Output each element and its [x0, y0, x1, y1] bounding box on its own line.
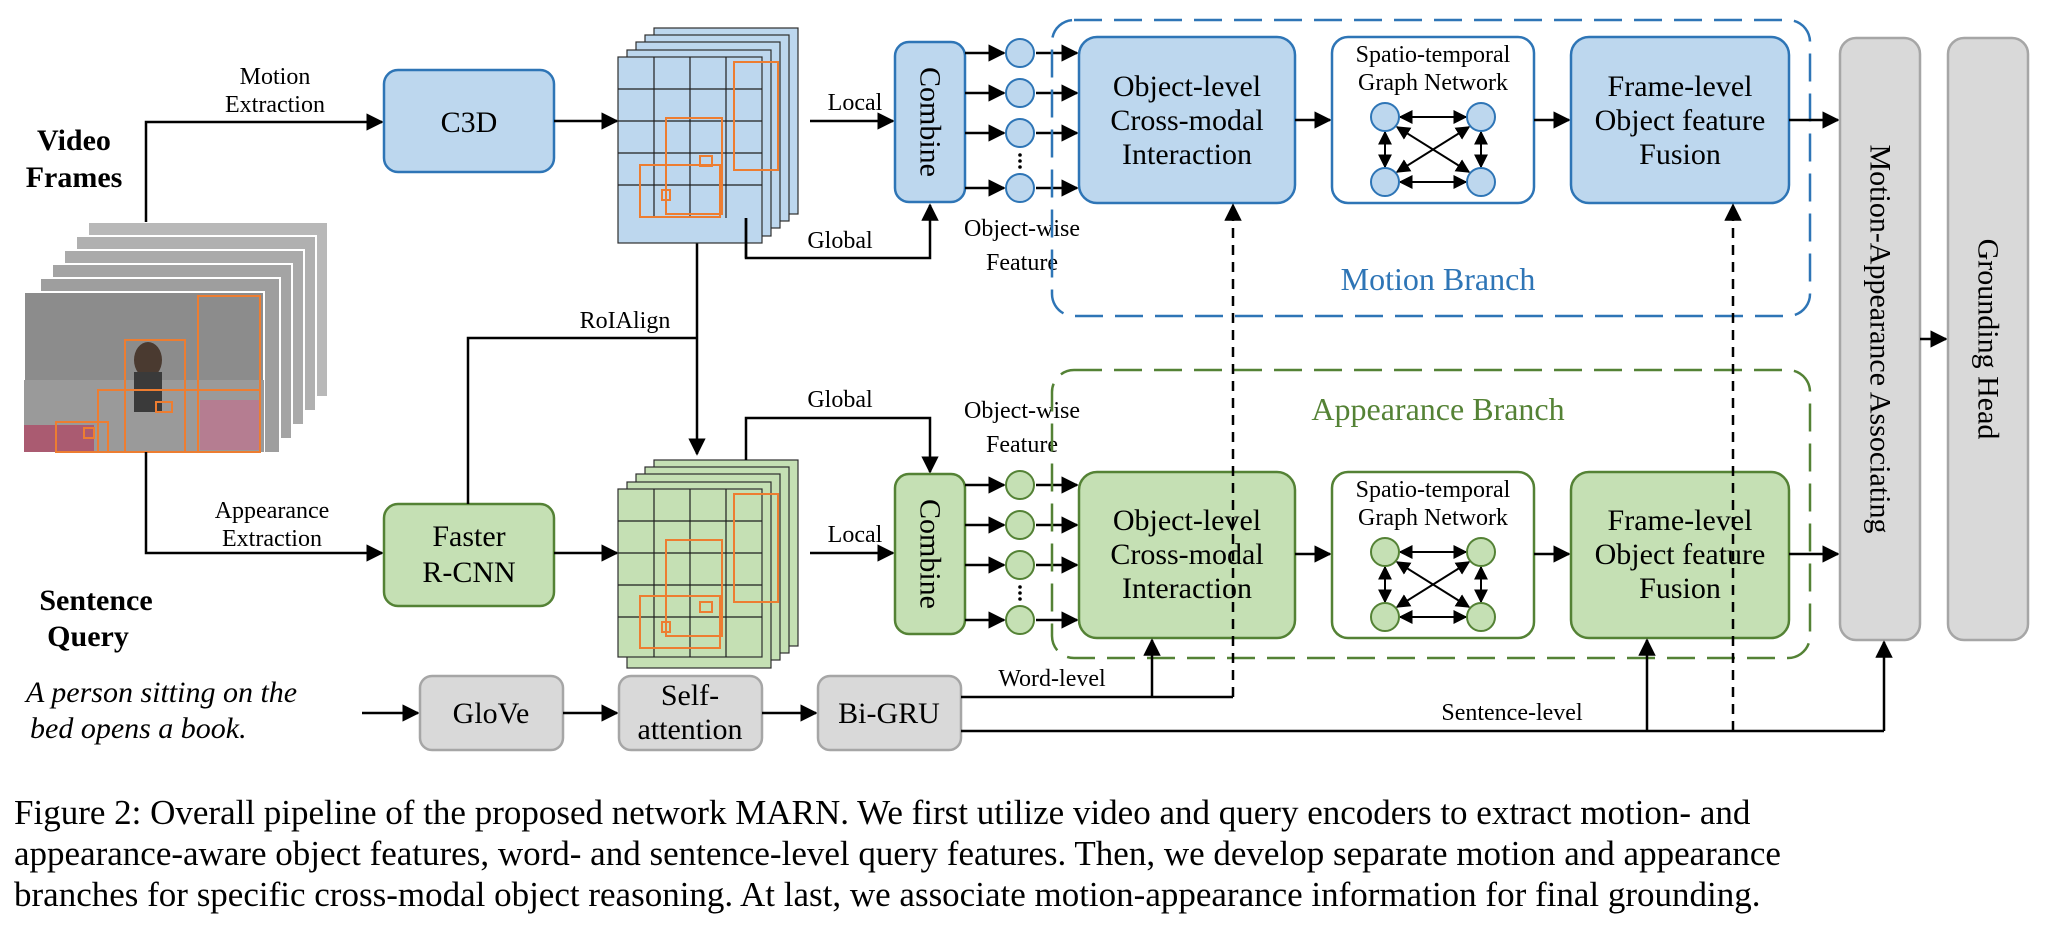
motion-combine-label: Combine	[914, 67, 947, 177]
video-frames-label-line2: Frames	[26, 161, 123, 194]
grounding-head-label: Grounding Head	[1972, 239, 2005, 440]
motion-branch-label: Motion Branch	[1341, 261, 1536, 297]
appearance-branch-frame	[1050, 368, 1812, 660]
roialign-line	[466, 336, 697, 504]
motion-interaction-label-2: Cross-modal	[1110, 104, 1263, 137]
appearance-interaction-label-1: Object-level	[1113, 504, 1261, 537]
sentence-query-label-2: Query	[47, 620, 129, 653]
motion-combine-box	[893, 40, 967, 204]
motion-stgn-label-1: Spatio-temporal	[1356, 42, 1511, 68]
motion-object-wise-label-2: Feature	[986, 250, 1058, 276]
roialign-label: RoIAlign	[580, 308, 671, 334]
appearance-interaction-label-2: Cross-modal	[1110, 538, 1263, 571]
appearance-combine-box	[893, 472, 967, 636]
appearance-fusion-label-1: Frame-level	[1608, 504, 1753, 537]
motion-interaction-label-1: Object-level	[1113, 70, 1261, 103]
bigru-label: Bi-GRU	[838, 697, 940, 730]
appearance-extraction-arrow	[144, 452, 384, 562]
motion-extraction-label-2: Extraction	[225, 92, 325, 118]
motion-extraction-arrow	[144, 113, 384, 222]
appearance-interaction-label-3: Interaction	[1122, 572, 1252, 605]
self-attention-label-2: attention	[638, 713, 743, 746]
motion-fusion-label-1: Frame-level	[1608, 70, 1753, 103]
grounding-head-box	[1946, 36, 2030, 642]
appearance-object-wise-label-2: Feature	[986, 432, 1058, 458]
sentence-text-line1: A person sitting on the	[24, 676, 297, 709]
motion-graph-icon	[1370, 102, 1496, 197]
caption-line: appearance-aware object features, word- …	[14, 834, 1781, 873]
faster-rcnn-label-1: Faster	[432, 520, 505, 553]
motion-local-label: Local	[828, 90, 883, 116]
motion-global-arrow	[744, 203, 939, 260]
caption-line: Figure 2: Overall pipeline of the propos…	[14, 793, 1751, 832]
appearance-fusion-label-2: Object feature	[1595, 538, 1766, 571]
pipeline-diagram: Video Frames Motion Extraction Appearanc…	[23, 18, 2030, 752]
appearance-global-arrow	[744, 416, 939, 474]
sentence-text-line2: bed opens a book.	[30, 712, 247, 745]
caption-line: branches for specific cross-modal object…	[14, 875, 1761, 914]
motion-global-label: Global	[807, 228, 873, 254]
video-frames-label-line1: Video	[37, 124, 111, 157]
glove-label: GloVe	[453, 697, 530, 730]
motion-interaction-label-3: Interaction	[1122, 138, 1252, 171]
appearance-branch-label: Appearance Branch	[1311, 391, 1564, 427]
motion-fusion-label-3: Fusion	[1639, 138, 1721, 171]
self-attention-label-1: Self-	[661, 679, 719, 712]
word-level-label: Word-level	[998, 666, 1106, 692]
motion-stgn-label-2: Graph Network	[1358, 70, 1508, 96]
appearance-object-wise-label-1: Object-wise	[964, 398, 1080, 424]
appearance-extraction-label-1: Appearance	[215, 498, 330, 524]
appearance-extraction-label-2: Extraction	[222, 526, 322, 552]
motion-fusion-label-2: Object feature	[1595, 104, 1766, 137]
appearance-graph-icon	[1370, 537, 1496, 632]
bigru-box	[816, 674, 963, 752]
appearance-feature-maps	[617, 459, 799, 669]
motion-extraction-label-1: Motion	[240, 64, 311, 90]
c3d-label: C3D	[441, 106, 498, 139]
sentence-query-label-1: Sentence	[39, 584, 152, 617]
appearance-object-nodes	[965, 470, 1079, 635]
mat-label: Motion-Appearance Associating	[1864, 144, 1897, 533]
appearance-local-label: Local	[828, 522, 883, 548]
video-frames-stack	[23, 221, 329, 454]
sentence-level-label: Sentence-level	[1441, 700, 1583, 726]
figure-caption: Figure 2: Overall pipeline of the propos…	[14, 792, 2039, 915]
motion-object-wise-label-1: Object-wise	[964, 216, 1080, 242]
appearance-global-label: Global	[807, 387, 873, 413]
appearance-combine-label: Combine	[914, 499, 947, 609]
appearance-fusion-label-3: Fusion	[1639, 572, 1721, 605]
appearance-stgn-label-1: Spatio-temporal	[1356, 477, 1511, 503]
motion-object-nodes	[965, 38, 1079, 203]
faster-rcnn-label-2: R-CNN	[422, 556, 515, 589]
motion-feature-maps	[617, 27, 799, 258]
appearance-stgn-label-2: Graph Network	[1358, 505, 1508, 531]
